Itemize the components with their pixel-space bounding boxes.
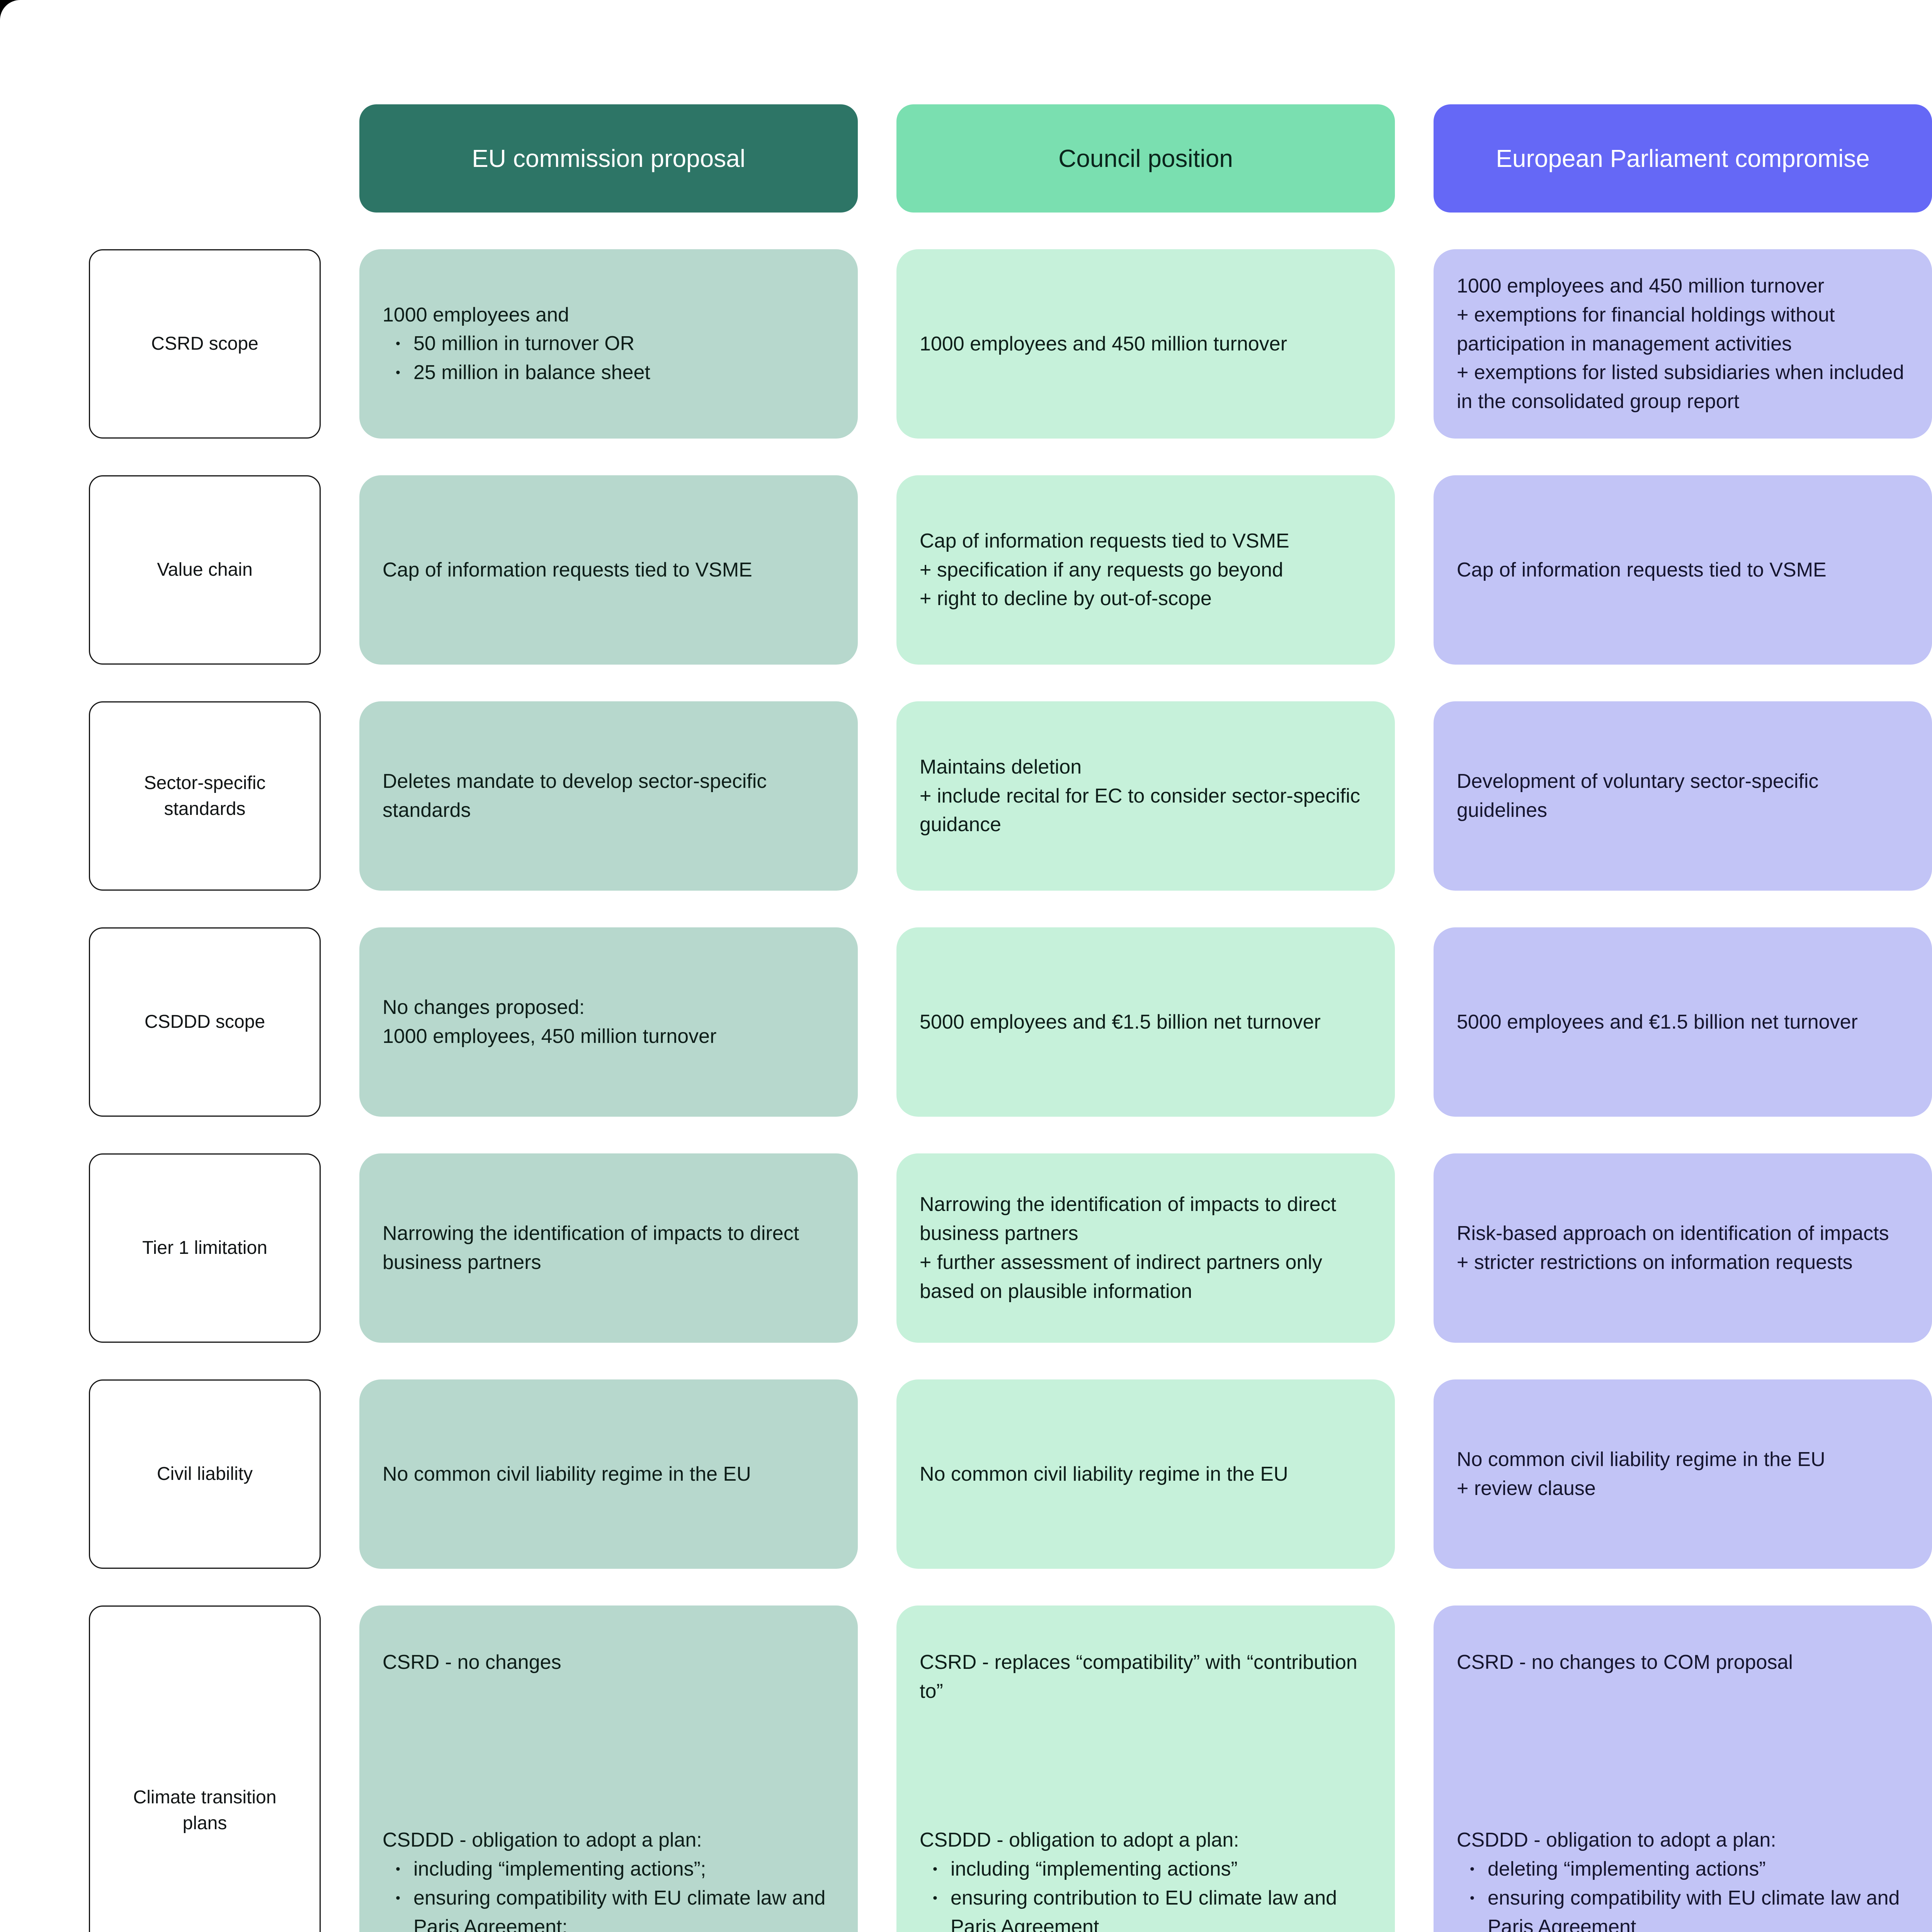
cell-text: No common civil liability regime in the … — [383, 1463, 751, 1485]
row-label-text: Tier 1 limitation — [142, 1238, 267, 1259]
cell-csrd-scope-eu-commission: 1000 employees and 50 million in turnove… — [359, 249, 858, 439]
cell-text: + exemptions for listed subsidiaries whe… — [1457, 361, 1904, 413]
row-label-text: Climate transition plans — [133, 1787, 277, 1833]
cell-text: Narrowing the identification of impacts … — [920, 1193, 1337, 1245]
cell-text: 1000 employees and — [383, 303, 569, 326]
cell-text: 5000 employees and €1.5 billion net turn… — [920, 1010, 1321, 1033]
bullet-item: ensuring compatibility with EU climate l… — [1457, 1884, 1909, 1932]
bullet-item: including “implementing actions”; — [383, 1855, 835, 1884]
row-label-text: Civil liability — [156, 1464, 253, 1485]
cell-tier1-eu-commission: Narrowing the identification of impacts … — [359, 1153, 858, 1343]
cell-text: + further assessment of indirect partner… — [920, 1251, 1322, 1303]
row-label-sector-specific-standards: Sector-specific standards — [89, 701, 321, 891]
cell-text: CSRD - no changes to COM proposal — [1457, 1651, 1793, 1673]
cell-text: CSRD - replaces “compatibility” with “co… — [920, 1651, 1357, 1702]
column-header-label: EU commission proposal — [472, 145, 745, 172]
cell-value-chain-parliament: Cap of information requests tied to VSME — [1434, 475, 1932, 665]
cell-csrd-scope-parliament: 1000 employees and 450 million turnover … — [1434, 249, 1932, 439]
cell-text: No changes proposed: — [383, 996, 585, 1019]
comparison-table: EU commission proposal Council position … — [89, 104, 1932, 1932]
column-header-eu-commission: EU commission proposal — [359, 104, 858, 213]
bullet-item: 50 million in turnover OR — [383, 329, 835, 358]
column-header-parliament: European Parliament compromise — [1434, 104, 1932, 213]
bullet-item: ensuring contribution to EU climate law … — [920, 1884, 1372, 1932]
cell-text: + include recital for EC to consider sec… — [920, 784, 1361, 836]
cell-tier1-council: Narrowing the identification of impacts … — [896, 1153, 1395, 1343]
cell-civil-liability-eu-commission: No common civil liability regime in the … — [359, 1379, 858, 1569]
column-header-council: Council position — [896, 104, 1395, 213]
bullet-item: ensuring compatibility with EU climate l… — [383, 1884, 835, 1932]
cell-text: Cap of information requests tied to VSME — [383, 558, 752, 581]
cell-csrd-scope-council: 1000 employees and 450 million turnover — [896, 249, 1395, 439]
cell-tier1-parliament: Risk-based approach on identification of… — [1434, 1153, 1932, 1343]
row-label-csrd-scope: CSRD scope — [89, 249, 321, 439]
cell-text: CSDDD - obligation to adopt a plan: — [383, 1829, 702, 1851]
row-label-value-chain: Value chain — [89, 475, 321, 665]
cell-text: CSRD - no changes — [383, 1651, 561, 1673]
bullet-item: deleting “implementing actions” — [1457, 1855, 1909, 1884]
cell-sector-standards-eu-commission: Deletes mandate to develop sector-specif… — [359, 701, 858, 891]
column-header-label: Council position — [1058, 145, 1233, 172]
cell-text: No common civil liability regime in the … — [1457, 1448, 1825, 1471]
column-header-label: European Parliament compromise — [1496, 145, 1870, 172]
row-label-text: CSRD scope — [151, 333, 259, 354]
cell-text: + specification if any requests go beyon… — [920, 558, 1283, 581]
cell-text: + exemptions for financial holdings with… — [1457, 303, 1835, 355]
cell-csddd-scope-council: 5000 employees and €1.5 billion net turn… — [896, 927, 1395, 1117]
row-label-text: Sector-specific standards — [144, 772, 266, 819]
cell-text: Narrowing the identification of impacts … — [383, 1222, 799, 1274]
cell-text: + review clause — [1457, 1477, 1596, 1500]
row-label-text: CSDDD scope — [144, 1012, 265, 1032]
cell-value-chain-council: Cap of information requests tied to VSME… — [896, 475, 1395, 665]
row-label-text: Value chain — [157, 560, 253, 580]
bullet-item: including “implementing actions” — [920, 1855, 1372, 1884]
cell-text: 1000 employees and 450 million turnover — [1457, 274, 1825, 297]
cell-text: CSDDD - obligation to adopt a plan: — [920, 1829, 1239, 1851]
cell-sector-standards-council: Maintains deletion + include recital for… — [896, 701, 1395, 891]
row-label-tier-1-limitation: Tier 1 limitation — [89, 1153, 321, 1343]
cell-climate-plans-eu-commission: CSRD - no changes CSDDD - obligation to … — [359, 1605, 858, 1932]
cell-text: Risk-based approach on identification of… — [1457, 1222, 1889, 1245]
cell-csddd-scope-eu-commission: No changes proposed: 1000 employees, 450… — [359, 927, 858, 1117]
row-label-civil-liability: Civil liability — [89, 1379, 321, 1569]
cell-text: + stricter restrictions on information r… — [1457, 1251, 1853, 1274]
cell-text: 5000 employees and €1.5 billion net turn… — [1457, 1010, 1858, 1033]
cell-climate-plans-parliament: CSRD - no changes to COM proposal CSDDD … — [1434, 1605, 1932, 1932]
cell-text: Deletes mandate to develop sector-specif… — [383, 770, 767, 821]
cell-text: Cap of information requests tied to VSME — [1457, 558, 1827, 581]
cell-text: CSDDD - obligation to adopt a plan: — [1457, 1829, 1776, 1851]
cell-text: 1000 employees, 450 million turnover — [383, 1025, 717, 1048]
cell-text: No common civil liability regime in the … — [920, 1463, 1288, 1485]
cell-csddd-scope-parliament: 5000 employees and €1.5 billion net turn… — [1434, 927, 1932, 1117]
cell-value-chain-eu-commission: Cap of information requests tied to VSME — [359, 475, 858, 665]
row-label-csddd-scope: CSDDD scope — [89, 927, 321, 1117]
row-label-climate-transition-plans: Climate transition plans — [89, 1605, 321, 1932]
cell-text: + right to decline by out-of-scope — [920, 587, 1212, 610]
cell-climate-plans-council: CSRD - replaces “compatibility” with “co… — [896, 1605, 1395, 1932]
bullet-item: 25 million in balance sheet — [383, 358, 835, 387]
cell-text: Maintains deletion — [920, 755, 1082, 778]
cell-civil-liability-parliament: No common civil liability regime in the … — [1434, 1379, 1932, 1569]
cell-text: Development of voluntary sector-specific… — [1457, 770, 1819, 821]
cell-text: 1000 employees and 450 million turnover — [920, 332, 1287, 355]
cell-text: Cap of information requests tied to VSME — [920, 529, 1289, 552]
cell-sector-standards-parliament: Development of voluntary sector-specific… — [1434, 701, 1932, 891]
cell-civil-liability-council: No common civil liability regime in the … — [896, 1379, 1395, 1569]
table-corner-spacer — [89, 104, 321, 213]
